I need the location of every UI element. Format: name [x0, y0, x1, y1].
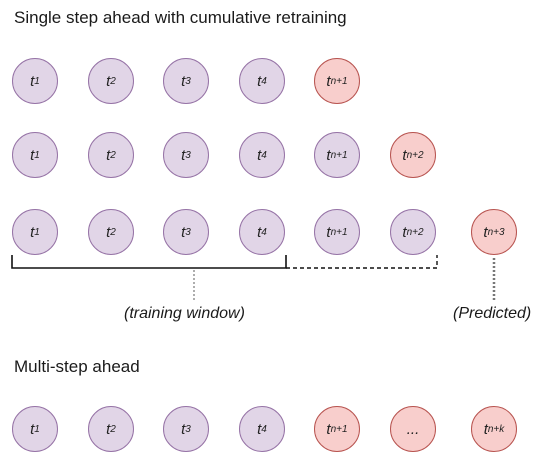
retraining-extension-bracket	[286, 255, 438, 269]
node-subscript: n+2	[406, 226, 424, 238]
node-subscript: 4	[261, 226, 267, 238]
node-label: t	[483, 223, 488, 241]
node-label: t	[106, 72, 111, 90]
node-label: t	[106, 223, 111, 241]
training-window-bracket	[11, 255, 287, 269]
node-subscript: 2	[110, 423, 116, 435]
node-label: t	[181, 223, 186, 241]
predicted-caption: (Predicted)	[453, 305, 532, 322]
node-label: t	[30, 223, 35, 241]
node-label: t	[181, 420, 186, 438]
node-label: t	[106, 420, 111, 438]
node-subscript: 1	[34, 226, 40, 238]
node-label: t	[181, 72, 186, 90]
node-label: t	[483, 420, 488, 438]
node-label: t	[30, 146, 35, 164]
node-subscript: n+2	[406, 149, 424, 161]
node-subscript: n+3	[487, 226, 505, 238]
node-subscript: 4	[261, 423, 267, 435]
training-window-caption: (training window)	[124, 305, 245, 322]
node-label: t	[181, 146, 186, 164]
node-subscript: 1	[34, 423, 40, 435]
node-label: t	[402, 223, 407, 241]
node-subscript: 2	[110, 75, 116, 87]
node-label: t	[257, 223, 262, 241]
node-label: t	[326, 223, 331, 241]
node-label: t	[106, 146, 111, 164]
node-subscript: n+1	[330, 75, 348, 87]
timestep-node-predicted: ...	[390, 406, 436, 452]
node-label: t	[326, 420, 331, 438]
node-label: t	[402, 146, 407, 164]
node-subscript: n+1	[330, 226, 348, 238]
node-subscript: 3	[185, 75, 191, 87]
node-subscript: 3	[185, 149, 191, 161]
node-label: t	[257, 146, 262, 164]
node-subscript: n+k	[487, 423, 505, 435]
node-subscript: 2	[110, 226, 116, 238]
node-subscript: 1	[34, 75, 40, 87]
node-subscript: 2	[110, 149, 116, 161]
node-label: t	[30, 420, 35, 438]
node-subscript: 3	[185, 423, 191, 435]
diagram-title-single-step: Single step ahead with cumulative retrai…	[14, 8, 347, 27]
node-label: t	[326, 146, 331, 164]
node-subscript: 4	[261, 149, 267, 161]
node-label: t	[30, 72, 35, 90]
node-subscript: 4	[261, 75, 267, 87]
node-subscript: 3	[185, 226, 191, 238]
node-subscript: 1	[34, 149, 40, 161]
node-label: t	[326, 72, 331, 90]
node-label: t	[257, 72, 262, 90]
node-label: t	[257, 420, 262, 438]
node-subscript: n+1	[330, 423, 348, 435]
diagram-title-multi-step: Multi-step ahead	[14, 357, 140, 376]
node-label: ...	[406, 420, 420, 438]
node-subscript: n+1	[330, 149, 348, 161]
